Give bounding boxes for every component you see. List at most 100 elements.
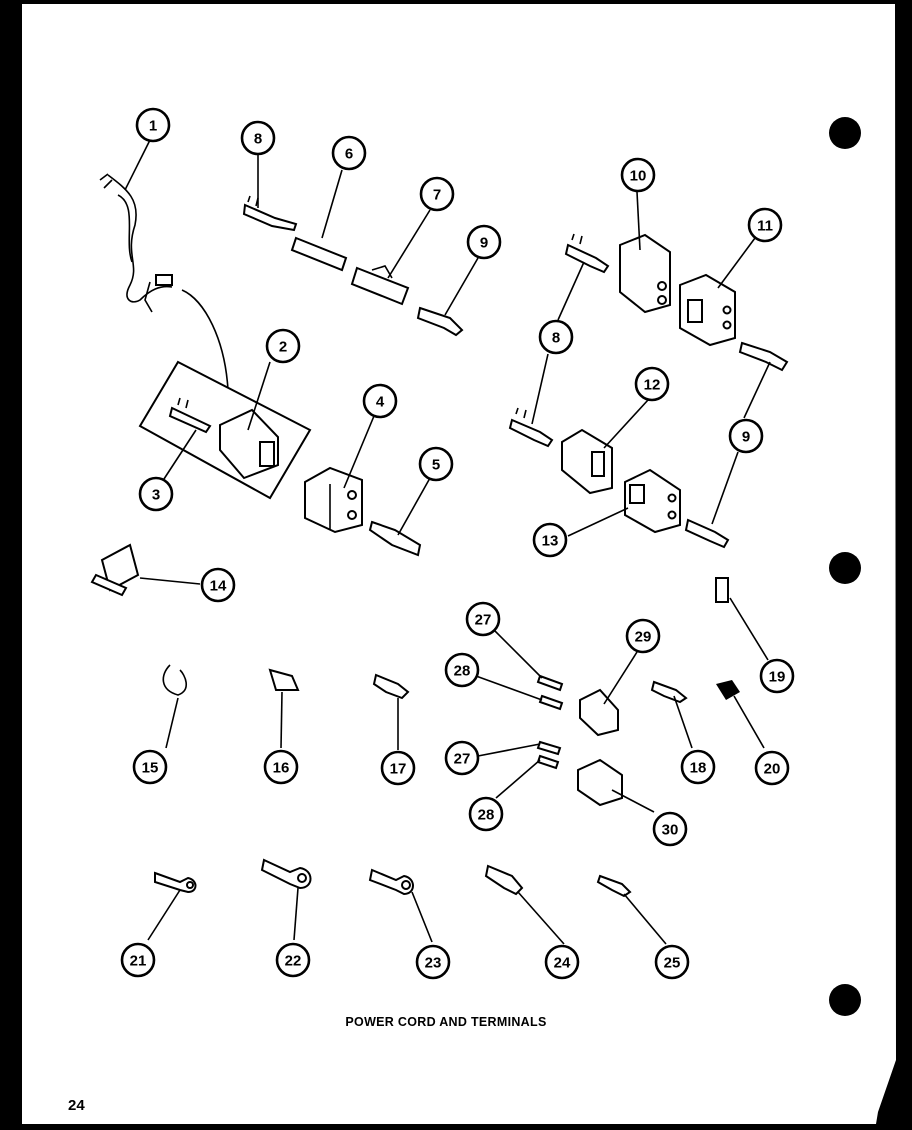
- callout-circle: [544, 944, 580, 980]
- callout-14: 14: [200, 567, 236, 603]
- callout-number: 8: [552, 330, 560, 347]
- callout-9: 9: [466, 224, 502, 260]
- callout-number: 8: [254, 131, 262, 148]
- callout-number: 28: [454, 663, 471, 680]
- callout-circle: [444, 652, 480, 688]
- callout-number: 30: [662, 822, 679, 839]
- callout-circle: [265, 328, 301, 364]
- callout-number: 9: [742, 429, 750, 446]
- ring-terminal-23-part: [368, 868, 414, 896]
- housing-30-part: [577, 758, 623, 807]
- callout-number: 28: [478, 807, 495, 824]
- callout-number: 4: [376, 394, 385, 411]
- callout-number: 21: [130, 953, 147, 970]
- callout-circle: [680, 749, 716, 785]
- terminal-5-part: [368, 520, 422, 557]
- callout-5: 5: [418, 446, 454, 482]
- callout-number: 14: [210, 578, 227, 595]
- callout-number: 12: [644, 377, 661, 394]
- callout-2: 2: [265, 328, 301, 364]
- terminal-25-part: [596, 874, 632, 898]
- callout-circle: [418, 446, 454, 482]
- callout-number: 5: [432, 457, 440, 474]
- callout-circle: [263, 749, 299, 785]
- binder-hole-bottom: [829, 984, 861, 1016]
- hook-15-part: [162, 664, 187, 696]
- callout-number: 1: [149, 118, 157, 135]
- callout-number: 11: [757, 218, 773, 235]
- callout-number: 27: [454, 751, 471, 768]
- callout-16: 16: [263, 749, 299, 785]
- callout-number: 22: [285, 953, 302, 970]
- callout-circle: [468, 796, 504, 832]
- callout-circle: [362, 383, 398, 419]
- callout-circle: [759, 658, 795, 694]
- callout-circle: [620, 157, 656, 193]
- callout-19: 19: [759, 658, 795, 694]
- callout-22: 22: [275, 942, 311, 978]
- callout-27: 27: [465, 601, 501, 637]
- callout-9: 9: [728, 418, 764, 454]
- binder-hole-top: [829, 117, 861, 149]
- callout-circle: [465, 601, 501, 637]
- callout-13: 13: [532, 522, 568, 558]
- page-number: 24: [68, 1097, 85, 1114]
- callout-25: 25: [654, 944, 690, 980]
- connector-housing-4-part: [304, 466, 363, 534]
- callout-number: 16: [273, 760, 290, 777]
- terminal-8-right-part: [564, 233, 610, 274]
- callout-circle: [654, 944, 690, 980]
- callout-number: 13: [542, 533, 559, 550]
- callout-1: 1: [135, 107, 171, 143]
- callout-circle: [747, 207, 783, 243]
- callout-circle: [754, 750, 790, 786]
- clip-19-part: [715, 577, 729, 603]
- callout-circle: [652, 811, 688, 847]
- callout-circle: [634, 366, 670, 402]
- callout-number: 19: [769, 669, 786, 686]
- callout-number: 9: [480, 235, 488, 252]
- terminal-9-top-part: [416, 306, 464, 337]
- callout-circle: [380, 750, 416, 786]
- callout-number: 20: [764, 761, 781, 778]
- terminal-16-part: [268, 668, 300, 691]
- callout-number: 23: [425, 955, 442, 972]
- callout-28: 28: [444, 652, 480, 688]
- terminal-9-right-part: [738, 341, 789, 372]
- callout-circle: [532, 522, 568, 558]
- callout-number: 24: [554, 955, 571, 972]
- callout-circle: [120, 942, 156, 978]
- terminal-9-lower-part: [684, 518, 730, 549]
- connector-housing-13-part: [624, 468, 681, 534]
- connector-housing-11-part: [679, 273, 736, 347]
- clip-14-part: [90, 543, 140, 597]
- callout-number: 2: [279, 339, 287, 356]
- callout-21: 21: [120, 942, 156, 978]
- ring-terminal-22-part: [260, 858, 312, 890]
- terminal-24-part: [484, 864, 524, 896]
- callout-11: 11: [747, 207, 783, 243]
- callout-circle: [275, 942, 311, 978]
- callout-circle: [466, 224, 502, 260]
- callout-circle: [419, 176, 455, 212]
- callout-18: 18: [680, 749, 716, 785]
- callout-number: 29: [635, 629, 652, 646]
- callout-12: 12: [634, 366, 670, 402]
- callout-circle: [200, 567, 236, 603]
- callout-number: 27: [475, 612, 492, 629]
- callout-circle: [625, 618, 661, 654]
- callout-8: 8: [240, 120, 276, 156]
- callout-17: 17: [380, 750, 416, 786]
- callout-24: 24: [544, 944, 580, 980]
- connector-panel-part: [138, 360, 312, 500]
- terminal-17-part: [372, 673, 410, 700]
- binder-hole-middle: [829, 552, 861, 584]
- callout-number: 7: [433, 187, 441, 204]
- callout-27: 27: [444, 740, 480, 776]
- callout-circle: [444, 740, 480, 776]
- terminal-18-part: [650, 680, 688, 704]
- callout-circle: [331, 135, 367, 171]
- callout-number: 15: [142, 760, 159, 777]
